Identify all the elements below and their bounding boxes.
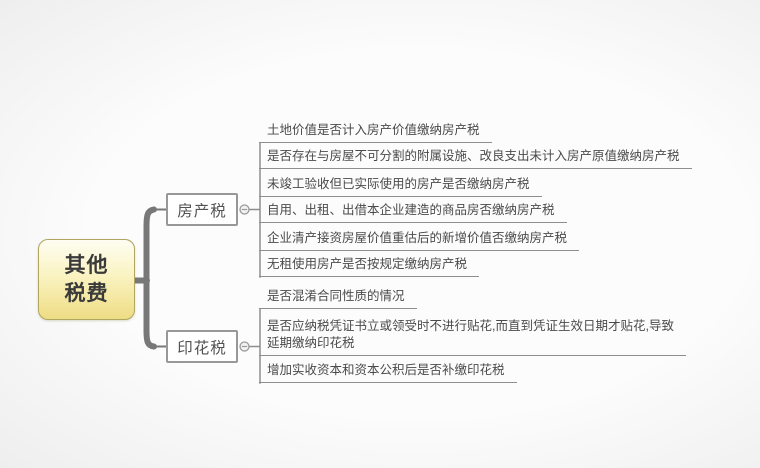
leaf-topic[interactable]: 是否应纳税凭证书立或领受时不进行贴花,而直到凭证生效日期才贴花,导致 延期缴纳印…: [259, 318, 686, 356]
collapse-toggle-icon[interactable]: [239, 204, 250, 215]
collapse-toggle-icon[interactable]: [239, 341, 250, 352]
leaf-topic[interactable]: 增加实收资本和资本公积后是否补缴印花税: [259, 362, 517, 383]
leaf-topic[interactable]: 是否混淆合同性质的情况: [259, 288, 417, 309]
root-topic[interactable]: 其他 税费: [38, 239, 135, 320]
leaf-topic[interactable]: 无租使用房产是否按规定缴纳房产税: [259, 256, 480, 277]
leaf-topic[interactable]: 企业清产接资房屋价值重估后的新增价值否缴纳房产税: [259, 230, 580, 251]
leaf-topic[interactable]: 未竣工验收但已实际使用的房产是否缴纳房产税: [259, 176, 542, 197]
branch-topic-stamp-tax[interactable]: 印花税: [166, 330, 238, 363]
branch-topic-property-tax[interactable]: 房产税: [166, 193, 238, 226]
leaf-topic[interactable]: 自用、出租、出借本企业建造的商品房否缴纳房产税: [259, 202, 567, 223]
root-branch-bracket-curve: [143, 206, 157, 350]
leaf-topic[interactable]: 土地价值是否计入房产价值缴纳房产税: [259, 122, 492, 143]
leaf-topic[interactable]: 是否存在与房屋不可分割的附属设施、改良支出未计入房产原值缴纳房产税: [259, 148, 692, 169]
